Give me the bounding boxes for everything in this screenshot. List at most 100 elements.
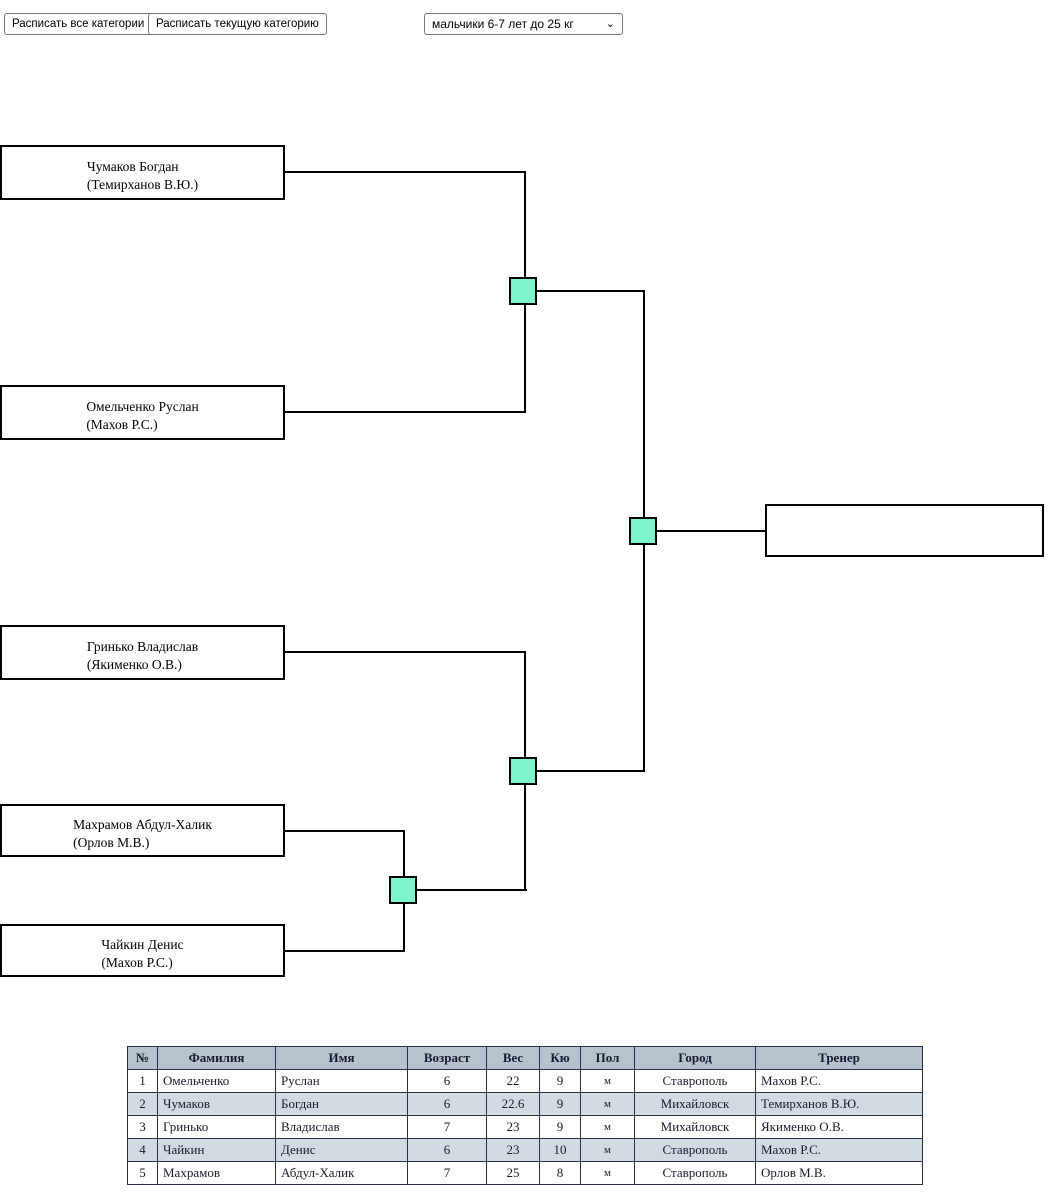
bracket-node-preliminary[interactable]: [389, 876, 417, 904]
cell-city: Ставрополь: [634, 1161, 756, 1185]
table-row[interactable]: 1 Омельченко Руслан 6 22 9 м Ставрополь …: [127, 1069, 923, 1093]
column-header-number[interactable]: №: [127, 1046, 158, 1070]
table-row[interactable]: 2 Чумаков Богдан 6 22.6 9 м Михайловск Т…: [127, 1092, 923, 1116]
bracket-slot-winner[interactable]: [765, 504, 1044, 557]
cell-age: 6: [407, 1138, 487, 1162]
cell-age: 6: [407, 1069, 487, 1093]
cell-age: 7: [407, 1115, 487, 1139]
bracket-slot-coach: (Махов Р.С.): [86, 417, 158, 432]
cell-number: 1: [127, 1069, 158, 1093]
bracket-slot-text: Чайкин Денис (Махов Р.С.): [101, 936, 183, 972]
cell-age: 6: [407, 1092, 487, 1116]
cell-kyu: 8: [539, 1161, 581, 1185]
bracket-slot-coach: (Якименко О.В.): [86, 657, 182, 672]
cell-lastname: Омельченко: [157, 1069, 276, 1093]
cell-lastname: Чумаков: [157, 1092, 276, 1116]
cell-city: Михайловск: [634, 1092, 756, 1116]
cell-number: 2: [127, 1092, 158, 1116]
connector-line: [285, 171, 526, 173]
cell-kyu: 9: [539, 1092, 581, 1116]
bracket-slot-coach: (Орлов М.В.): [73, 835, 150, 850]
column-header-city[interactable]: Город: [634, 1046, 756, 1070]
column-header-kyu[interactable]: Кю: [539, 1046, 581, 1070]
cell-kyu: 9: [539, 1069, 581, 1093]
bracket-slot-chumakov[interactable]: Чумаков Богдан (Темирханов В.Ю.): [0, 145, 285, 200]
cell-sex: м: [580, 1069, 635, 1093]
table-header-row: № Фамилия Имя Возраст Вес Кю Пол Город Т…: [127, 1046, 923, 1070]
connector-line: [285, 651, 526, 653]
column-header-coach[interactable]: Тренер: [755, 1046, 923, 1070]
bracket-slot-coach: (Махов Р.С.): [101, 955, 173, 970]
connector-line: [657, 530, 767, 532]
cell-firstname: Руслан: [275, 1069, 408, 1093]
bracket-slot-coach: (Темирханов В.Ю.): [86, 177, 199, 192]
cell-weight: 23: [486, 1138, 540, 1162]
cell-sex: м: [580, 1115, 635, 1139]
connector-line: [537, 290, 645, 292]
table-row[interactable]: 3 Гринько Владислав 7 23 9 м Михайловск …: [127, 1115, 923, 1139]
connector-line: [285, 411, 526, 413]
schedule-current-category-button[interactable]: Расписать текущую категорию: [148, 13, 327, 35]
cell-lastname: Гринько: [157, 1115, 276, 1139]
category-select-value: мальчики 6-7 лет до 25 кг: [432, 17, 574, 31]
column-header-firstname[interactable]: Имя: [275, 1046, 408, 1070]
bracket-slot-omelchenko[interactable]: Омельченко Руслан (Махов Р.С.): [0, 385, 285, 440]
cell-weight: 22: [486, 1069, 540, 1093]
roster-table-wrap: № Фамилия Имя Возраст Вес Кю Пол Город Т…: [127, 1046, 923, 1185]
cell-lastname: Махрамов: [157, 1161, 276, 1185]
cell-weight: 22.6: [486, 1092, 540, 1116]
bracket-slot-text: Гринько Владислав (Якименко О.В.): [87, 638, 198, 674]
bracket-slot-text: Чумаков Богдан (Темирханов В.Ю.): [87, 158, 198, 194]
schedule-all-categories-button[interactable]: Расписать все категории: [4, 13, 153, 35]
connector-line: [417, 889, 527, 891]
bracket-slot-chaykin[interactable]: Чайкин Денис (Махов Р.С.): [0, 924, 285, 977]
bracket-slot-makhramov[interactable]: Махрамов Абдул-Халик (Орлов М.В.): [0, 804, 285, 857]
table-row[interactable]: 4 Чайкин Денис 6 23 10 м Ставрополь Махо…: [127, 1138, 923, 1162]
cell-weight: 25: [486, 1161, 540, 1185]
cell-firstname: Владислав: [275, 1115, 408, 1139]
cell-coach: Махов Р.С.: [755, 1138, 923, 1162]
cell-firstname: Богдан: [275, 1092, 408, 1116]
cell-coach: Орлов М.В.: [755, 1161, 923, 1185]
cell-firstname: Абдул-Халик: [275, 1161, 408, 1185]
cell-city: Михайловск: [634, 1115, 756, 1139]
cell-kyu: 9: [539, 1115, 581, 1139]
bracket-slot-name: Омельченко Руслан: [86, 399, 199, 414]
cell-number: 4: [127, 1138, 158, 1162]
category-select[interactable]: мальчики 6-7 лет до 25 кг ⌄: [424, 13, 623, 35]
connector-line: [285, 830, 405, 832]
cell-number: 3: [127, 1115, 158, 1139]
bracket-slot-name: Чумаков Богдан: [86, 159, 179, 174]
bracket-slot-text: Омельченко Руслан (Махов Р.С.): [86, 398, 198, 434]
bracket-slot-name: Махрамов Абдул-Халик: [73, 817, 212, 832]
bracket-slot-grinko[interactable]: Гринько Владислав (Якименко О.В.): [0, 625, 285, 680]
column-header-weight[interactable]: Вес: [486, 1046, 540, 1070]
column-header-sex[interactable]: Пол: [580, 1046, 635, 1070]
cell-age: 7: [407, 1161, 487, 1185]
cell-lastname: Чайкин: [157, 1138, 276, 1162]
bracket-node-final[interactable]: [629, 517, 657, 545]
connector-line: [285, 950, 405, 952]
cell-coach: Якименко О.В.: [755, 1115, 923, 1139]
toolbar: Расписать все категории Расписать текущу…: [0, 0, 1051, 42]
bracket-node-semifinal-upper[interactable]: [509, 277, 537, 305]
cell-coach: Темирханов В.Ю.: [755, 1092, 923, 1116]
column-header-lastname[interactable]: Фамилия: [157, 1046, 276, 1070]
table-row[interactable]: 5 Махрамов Абдул-Халик 7 25 8 м Ставропо…: [127, 1161, 923, 1185]
cell-weight: 23: [486, 1115, 540, 1139]
cell-city: Ставрополь: [634, 1069, 756, 1093]
cell-coach: Махов Р.С.: [755, 1069, 923, 1093]
bracket-slot-name: Гринько Владислав: [86, 639, 199, 654]
cell-sex: м: [580, 1092, 635, 1116]
cell-kyu: 10: [539, 1138, 581, 1162]
cell-sex: м: [580, 1138, 635, 1162]
cell-sex: м: [580, 1161, 635, 1185]
bracket-slot-name: Чайкин Денис: [101, 937, 184, 952]
bracket-node-semifinal-lower[interactable]: [509, 757, 537, 785]
cell-firstname: Денис: [275, 1138, 408, 1162]
cell-city: Ставрополь: [634, 1138, 756, 1162]
column-header-age[interactable]: Возраст: [407, 1046, 487, 1070]
roster-table-body: 1 Омельченко Руслан 6 22 9 м Ставрополь …: [127, 1069, 923, 1185]
roster-table: № Фамилия Имя Возраст Вес Кю Пол Город Т…: [127, 1046, 923, 1185]
tournament-bracket: Чумаков Богдан (Темирханов В.Ю.) Омельче…: [0, 145, 1044, 977]
